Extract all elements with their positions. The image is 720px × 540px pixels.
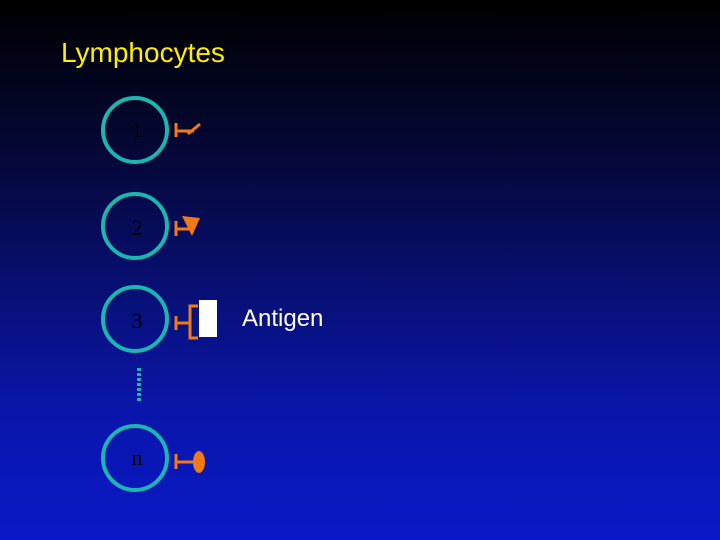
receptor-n: [174, 451, 205, 473]
antigen-label: Antigen: [242, 305, 324, 332]
lymphocyte-3-label: 3: [131, 308, 143, 333]
lymphocyte-n: [101, 424, 169, 492]
receptor-2: [174, 216, 200, 236]
receptor-1: [174, 122, 201, 137]
lymphocyte-1: [101, 96, 169, 164]
slide-title: Lymphocytes: [61, 37, 225, 68]
lymphocyte-2-label: 2: [131, 215, 143, 240]
lymphocyte-2: [101, 192, 169, 260]
antigen-block: [199, 300, 217, 337]
receptor-3: [174, 304, 198, 340]
lymphocyte-1-label: 1: [131, 117, 143, 142]
ellipsis-dots: [137, 368, 141, 401]
lymphocyte-n-label: n: [131, 445, 143, 470]
lymphocyte-3: [101, 285, 169, 353]
